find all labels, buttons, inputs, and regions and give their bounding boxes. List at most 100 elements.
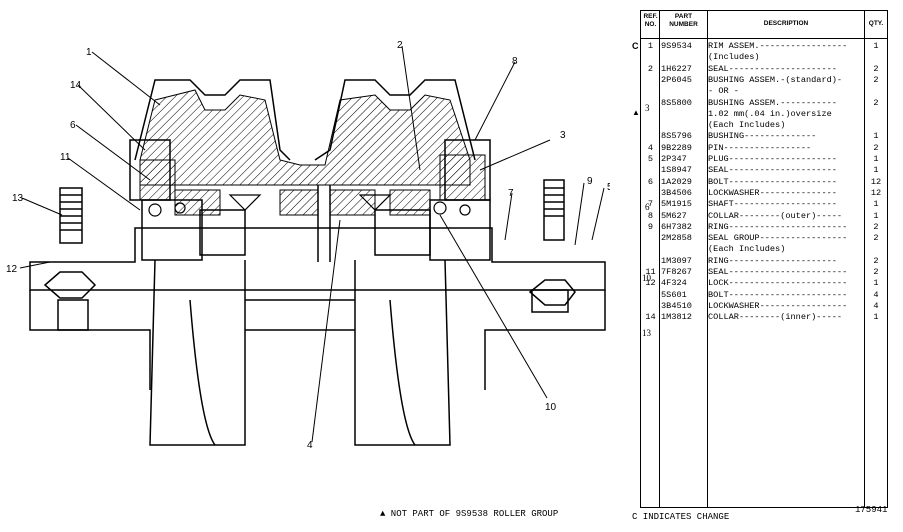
header-part: PART NUMBER: [669, 13, 698, 28]
quantity-cell: 1: [873, 131, 879, 142]
ref-cell: 4: [647, 142, 654, 153]
table-row: 5S601 BOLT----------------------- 4: [641, 290, 887, 301]
table-row: (Each Includes): [641, 120, 887, 131]
quantity-cell: 2: [873, 221, 879, 232]
description-cell: COLLAR--------(outer)-----: [708, 210, 843, 221]
description-cell: RING-----------------------: [708, 221, 848, 232]
quantity-cell: 2: [873, 63, 879, 74]
callout-1: 1: [86, 47, 92, 58]
ref-cell: 6: [647, 176, 654, 187]
quantity-cell: 12: [870, 176, 882, 187]
ref-cell: 1: [647, 41, 654, 51]
quantity-cell: 2: [873, 97, 879, 108]
part-number-cell: 6H7382: [661, 221, 692, 232]
roller-assembly-drawing: 1 2 3 4 5 6 7 8 9 10 11 12 13 14: [6, 40, 610, 451]
part-number-cell: 5S601: [661, 289, 687, 300]
description-cell: (Includes): [708, 52, 760, 63]
roller-outline: [29, 79, 606, 446]
callout-9: 9: [587, 176, 593, 187]
column-divider: [659, 11, 660, 507]
parts-table-header: REF. NO. PART NUMBER DESCRIPTION QTY.: [641, 11, 887, 39]
description-cell: BOLT---------------------: [708, 176, 837, 187]
description-cell: LOCK-----------------------: [708, 278, 848, 289]
part-number-cell: 1S8947: [661, 165, 692, 176]
part-number-cell: 3B4510: [661, 300, 692, 311]
quantity-cell: 4: [873, 289, 879, 300]
description-cell: PLUG---------------------: [708, 154, 837, 164]
description-cell: BUSHING--------------: [708, 131, 817, 142]
ref-cell: 5: [647, 154, 654, 164]
part-number-cell: 5M627: [661, 210, 687, 221]
description-cell: SHAFT--------------------: [708, 199, 837, 210]
description-cell: SEAL-----------------------: [708, 267, 848, 277]
table-row: 3B4510 LOCKWASHER----------------- 4: [641, 301, 887, 312]
description-cell: (Each Includes): [708, 244, 786, 255]
description-cell: LOCKWASHER-----------------: [708, 300, 848, 311]
quantity-cell: 2: [873, 267, 879, 277]
part-number-cell: 9B2289: [661, 142, 692, 153]
catalog-number: 175941: [855, 505, 888, 515]
table-row: (Includes): [641, 52, 887, 63]
quantity-cell: 1: [873, 210, 879, 221]
ref-cell: 7: [647, 199, 654, 210]
quantity-cell: 2: [873, 74, 879, 85]
callout-8: 8: [512, 56, 518, 67]
table-row: 8S5796 BUSHING-------------- 1: [641, 131, 887, 142]
callout-11: 11: [60, 152, 71, 163]
part-number-cell: 8S5800: [661, 97, 692, 108]
callout-6: 6: [70, 120, 76, 131]
description-cell: SEAL GROUP-----------------: [708, 233, 848, 244]
part-number-cell: 1H6227: [661, 63, 692, 74]
grouped-ref-10: 10: [642, 273, 651, 283]
callout-5: 5: [607, 182, 610, 193]
description-cell: LOCKWASHER---------------: [708, 187, 837, 198]
table-row: (Each Includes): [641, 244, 887, 255]
leader-lines: [19, 45, 605, 443]
part-number-cell: 8S5796: [661, 131, 692, 142]
quantity-cell: 1: [873, 154, 879, 164]
header-desc: DESCRIPTION: [763, 20, 809, 27]
quantity-cell: 1: [873, 312, 879, 323]
grouped-ref-3: 3: [645, 103, 650, 113]
bearing-rollers: [148, 194, 471, 217]
callout-13: 13: [12, 193, 24, 204]
description-cell: BUSHING ASSEM.-----------: [708, 97, 837, 108]
callout-4: 4: [307, 440, 313, 451]
column-divider: [864, 11, 865, 507]
part-number-cell: 2P6045: [661, 74, 692, 85]
quantity-cell: 2: [873, 255, 879, 266]
table-row: 1S8947 SEAL---------------------1: [641, 165, 887, 176]
description-cell: PIN-----------------: [708, 142, 812, 153]
part-number-cell: 5M1915: [661, 199, 692, 210]
footnote-marker-icon: ▲: [632, 108, 640, 117]
part-number-cell: 3B4506: [661, 187, 692, 198]
quantity-cell: 1: [873, 278, 879, 289]
description-cell: (Each Includes): [708, 120, 786, 131]
roller-group-footnote: ▲ NOT PART OF 9S9538 ROLLER GROUP: [380, 509, 559, 519]
part-number-cell: 7F8267: [661, 267, 692, 277]
callout-14: 14: [70, 80, 82, 91]
description-cell: BUSHING ASSEM.-(standard)-: [708, 74, 843, 85]
description-cell: SEAL---------------------: [708, 165, 837, 176]
change-marker: C: [632, 41, 639, 51]
table-row: - OR -: [641, 86, 887, 97]
callout-numbers: 1 2 3 4 5 6 7 8 9 10 11 12 13 14: [6, 40, 610, 451]
part-number-cell: 4F324: [661, 278, 687, 289]
header-qty: QTY.: [868, 20, 884, 27]
description-cell: 1.02 mm(.04 in.)oversize: [708, 108, 832, 119]
callout-10: 10: [545, 402, 557, 413]
callout-2: 2: [397, 40, 403, 51]
quantity-cell: 12: [870, 187, 882, 198]
quantity-cell: 4: [873, 300, 879, 311]
description-cell: BOLT-----------------------: [708, 289, 848, 300]
